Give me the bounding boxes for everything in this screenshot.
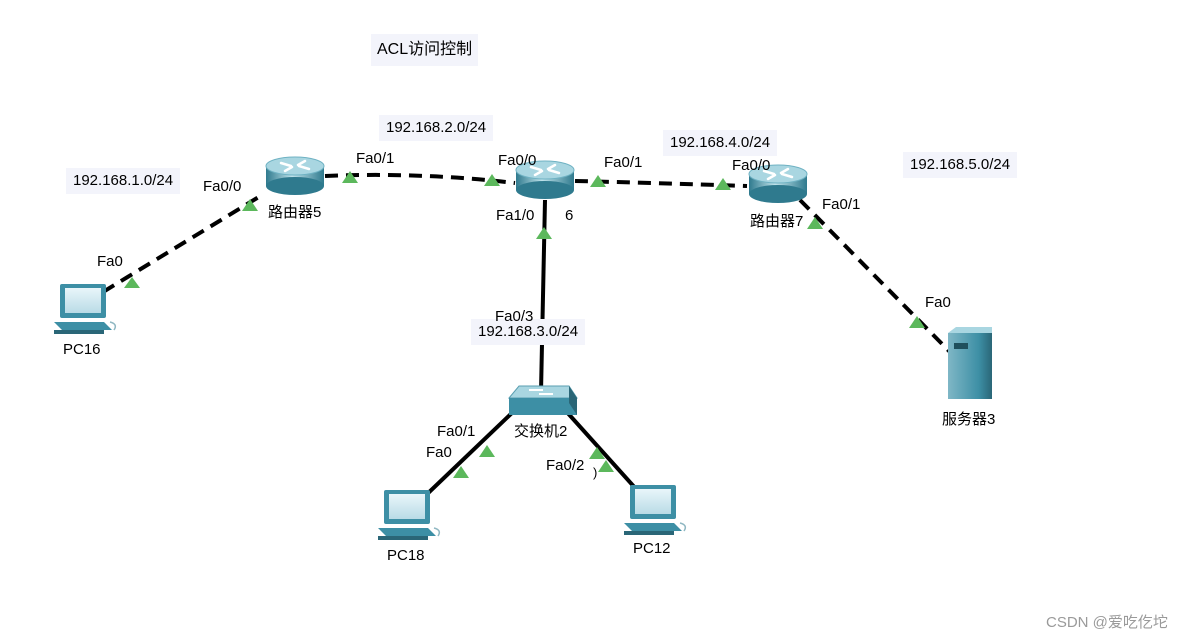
pc18-icon[interactable] [378, 490, 441, 540]
port-label-r6-fa10: Fa1/0 [496, 207, 535, 224]
router6-label: 6 [565, 207, 574, 224]
port-indicator-icon [715, 178, 731, 190]
port-indicator-icon [598, 460, 614, 472]
router5-label: 路由器5 [268, 204, 322, 221]
switch2-label: 交换机2 [514, 423, 568, 440]
port-label-r6-fa00: Fa0/0 [498, 152, 537, 169]
port-indicator-icon [242, 199, 258, 211]
network-label-1: 192.168.1.0/24 [66, 168, 181, 194]
port-indicator-icon [342, 171, 358, 183]
port-label-sw-fa03: Fa0/3 [495, 308, 534, 325]
port-indicator-icon [453, 466, 469, 478]
network-label-4: 192.168.4.0/24 [663, 130, 778, 156]
port-label-server-fa0: Fa0 [925, 294, 951, 311]
link-switch2-pc18[interactable] [422, 408, 517, 499]
server3-label: 服务器3 [942, 411, 996, 428]
port-indicator-icon [484, 174, 500, 186]
port-label-r7-fa01: Fa0/1 [822, 196, 861, 213]
router7-icon[interactable] [748, 164, 808, 203]
pc18-label: PC18 [387, 547, 425, 564]
router6-icon[interactable] [515, 160, 575, 199]
port-indicator-icon [807, 217, 823, 229]
port-indicator-icon [590, 175, 606, 187]
pc12-label: PC12 [633, 540, 671, 557]
port-indicator-icon [589, 447, 605, 459]
link-switch2-pc12[interactable] [563, 408, 639, 492]
network-label-2: 192.168.2.0/24 [379, 115, 494, 141]
port-indicator-icon [909, 316, 925, 328]
router5-icon[interactable] [265, 156, 325, 195]
router7-label: 路由器7 [750, 213, 804, 230]
port-indicator-icon [479, 445, 495, 457]
port-indicator-icon [536, 227, 552, 239]
port-indicator-icon [124, 277, 140, 288]
network-label-3: 192.168.3.0/24 [471, 319, 586, 345]
link-router7-server3[interactable] [798, 198, 952, 354]
port-label-sw-fa01: Fa0/1 [437, 423, 476, 440]
port-label-r7-fa00: Fa0/0 [732, 157, 771, 174]
network-label-5: 192.168.5.0/24 [903, 152, 1018, 178]
watermark: CSDN @爱吃仡坨 [1046, 614, 1168, 631]
pc12-icon[interactable] [624, 485, 687, 535]
port-label-r5-fa00: Fa0/0 [203, 178, 242, 195]
server3-icon[interactable] [948, 327, 992, 399]
stray-mark: ) [593, 465, 598, 480]
port-label-r6-fa01: Fa0/1 [604, 154, 643, 171]
port-label-pc18-fa0: Fa0 [426, 444, 452, 461]
diagram-title: ACL访问控制 [371, 34, 479, 66]
port-label-pc16-fa0: Fa0 [97, 253, 123, 270]
link-pc16-router5[interactable] [101, 193, 264, 294]
pc16-icon[interactable] [54, 284, 117, 334]
pc16-label: PC16 [63, 341, 101, 358]
switch2-icon[interactable] [507, 385, 578, 415]
port-label-r5-fa01: Fa0/1 [356, 150, 395, 167]
port-indicators [124, 171, 925, 478]
port-label-sw-fa02: Fa0/2 [546, 457, 585, 474]
